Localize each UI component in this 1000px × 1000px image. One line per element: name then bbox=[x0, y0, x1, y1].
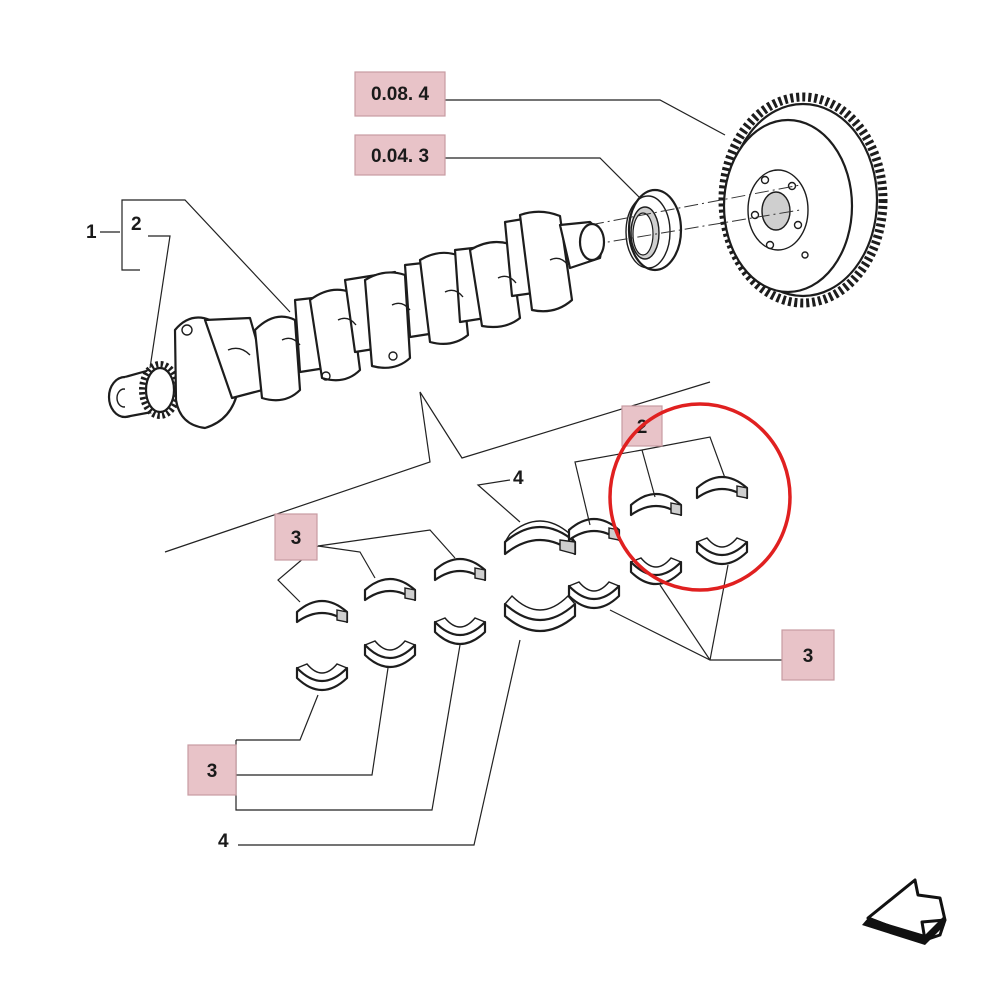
svg-text:3: 3 bbox=[803, 646, 814, 667]
bearing-shell[interactable] bbox=[433, 557, 487, 582]
thrust-bearing-shell[interactable] bbox=[503, 520, 577, 556]
bearing-shell[interactable] bbox=[433, 617, 487, 646]
bottom-left-arrow-icon[interactable] bbox=[862, 878, 947, 945]
svg-text:0.04. 3: 0.04. 3 bbox=[371, 146, 429, 167]
bearing-shell[interactable] bbox=[295, 663, 349, 692]
section-break-line bbox=[164, 381, 711, 553]
bearing-shell[interactable] bbox=[629, 492, 683, 517]
bearing-shell[interactable] bbox=[695, 537, 749, 566]
bearing-shells-lower-row[interactable] bbox=[295, 537, 749, 692]
flywheel[interactable] bbox=[718, 92, 888, 308]
callout-item-3-upper-left[interactable]: 3 bbox=[274, 513, 318, 561]
bearing-shell[interactable] bbox=[363, 640, 417, 669]
bearing-shell[interactable] bbox=[567, 581, 621, 610]
bearing-shell[interactable] bbox=[567, 517, 621, 542]
bearing-shell[interactable] bbox=[363, 577, 417, 602]
bearing-shell[interactable] bbox=[295, 599, 349, 624]
callout-item-4-top: 4 bbox=[513, 468, 524, 489]
svg-text:0.08. 4: 0.08. 4 bbox=[371, 84, 430, 105]
crankshaft[interactable] bbox=[107, 210, 606, 430]
callout-item-1: 1 bbox=[86, 222, 97, 243]
callout-seal-ref[interactable]: 0.04. 3 bbox=[354, 134, 446, 176]
callout-item-3-lower-left[interactable]: 3 bbox=[187, 744, 237, 796]
callout-flywheel-ref[interactable]: 0.08. 4 bbox=[354, 71, 446, 117]
svg-text:3: 3 bbox=[291, 528, 302, 549]
leader-lines bbox=[100, 99, 782, 846]
highlight-circle bbox=[608, 402, 792, 592]
callout-item-4-bottom: 4 bbox=[218, 831, 229, 852]
bearing-shells-upper-row[interactable] bbox=[295, 475, 749, 624]
callout-item-2: 2 bbox=[131, 214, 142, 235]
thrust-bearing-shell[interactable] bbox=[503, 594, 577, 633]
assembly-axis-lines bbox=[589, 184, 801, 246]
callout-item-3-right[interactable]: 3 bbox=[781, 629, 835, 681]
svg-text:3: 3 bbox=[207, 761, 218, 782]
bearing-shell[interactable] bbox=[695, 475, 749, 500]
oil-seal-ring[interactable] bbox=[625, 188, 683, 272]
